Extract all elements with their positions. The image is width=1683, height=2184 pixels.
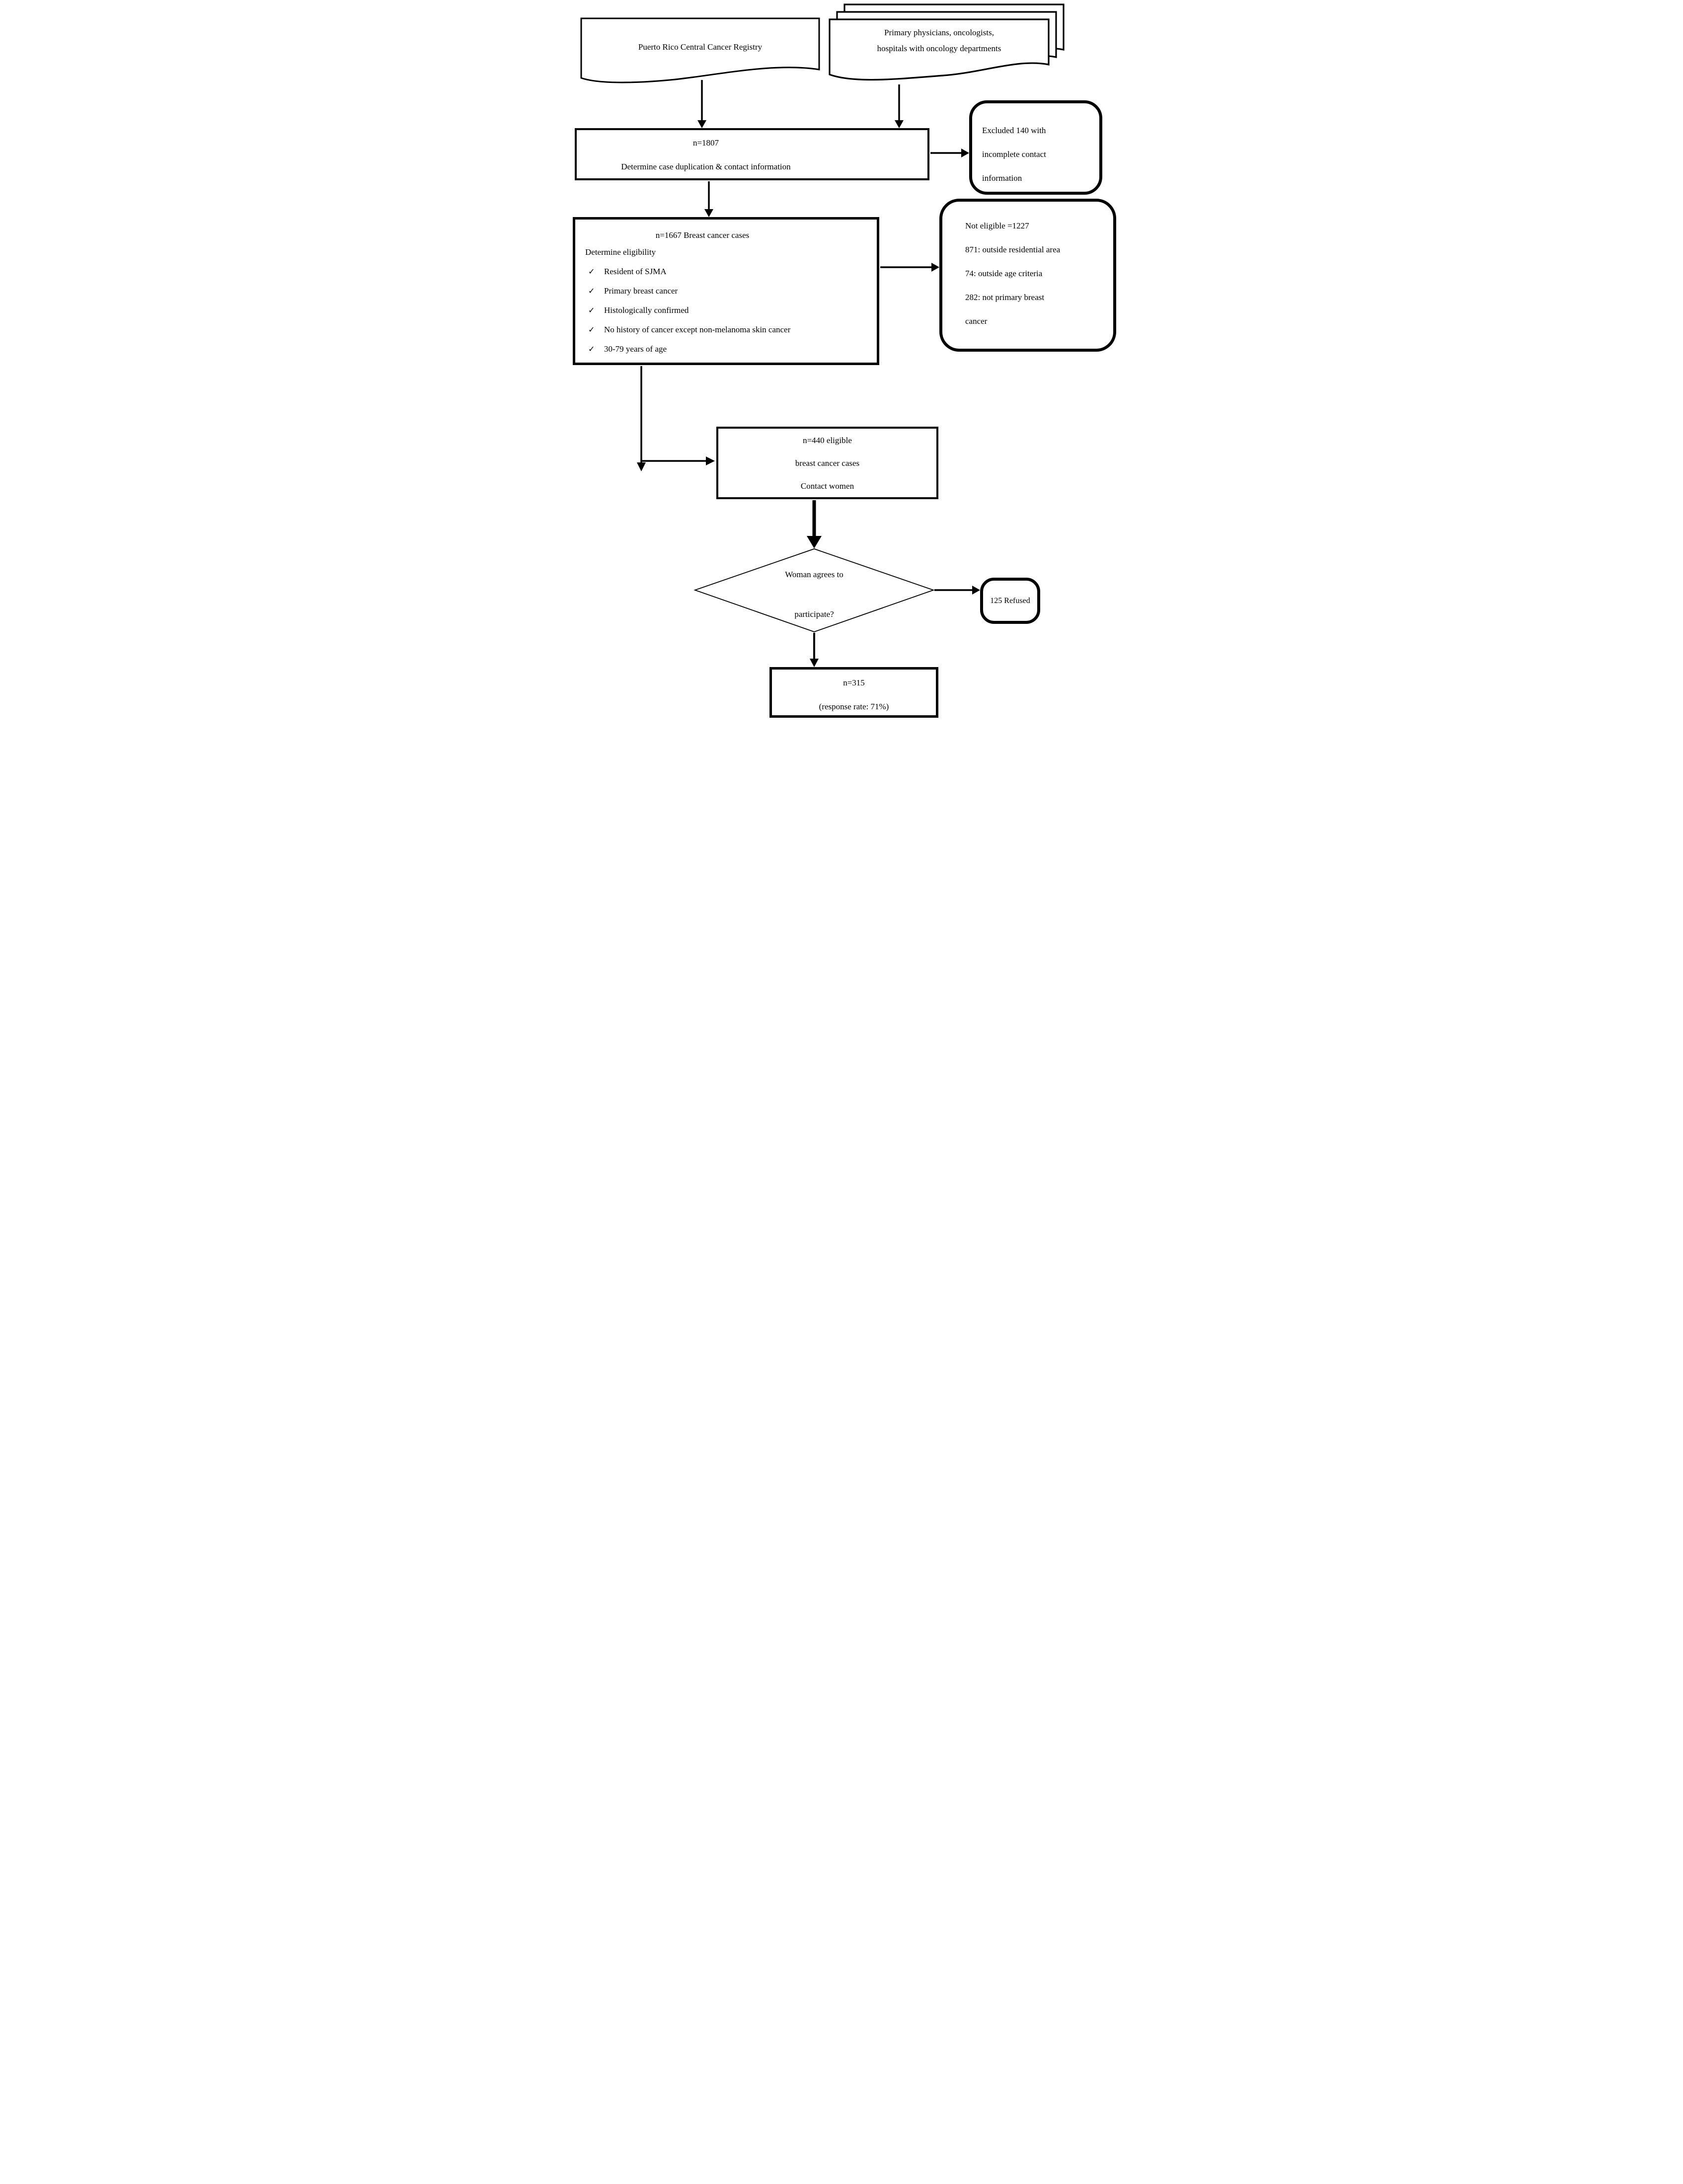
criterion-label: Resident of SJMA	[604, 267, 667, 276]
eligible-line2: breast cancer cases	[795, 458, 860, 468]
eligibility-subtitle: Determine eligibility	[585, 247, 656, 257]
not-eligible-line1: Not eligible =1227	[965, 221, 1029, 230]
final-rate: (response rate: 71%)	[819, 702, 889, 711]
refused-box: 125 Refused	[980, 578, 1040, 624]
not-eligible-text: Not eligible =1227 871: outside resident…	[942, 202, 1113, 333]
excluded-line1: Excluded 140 with	[982, 126, 1046, 135]
checkmark-icon: ✓	[588, 306, 595, 315]
connector-layer	[580, 3, 1065, 667]
dedup-box: n=1807 Determine case duplication & cont…	[575, 128, 929, 180]
excluded-line3: information	[982, 173, 1022, 183]
dedup-action: Determine case duplication & contact inf…	[621, 162, 791, 171]
arrow-registry-to-dedup	[697, 80, 706, 128]
criterion-row-histology: ✓ Histologically confirmed	[588, 305, 688, 320]
arrow-eligible-to-decision	[807, 500, 822, 548]
checkmark-icon: ✓	[588, 287, 595, 296]
excluded-text: Excluded 140 with incomplete contact inf…	[972, 103, 1099, 190]
arrow-decision-to-final	[810, 633, 819, 667]
arrow-eligibility-to-noteligible	[880, 263, 939, 272]
final-count: n=315	[843, 678, 865, 687]
registry-label: Puerto Rico Central Cancer Registry	[638, 42, 763, 52]
final-text: n=315 (response rate: 71%)	[772, 671, 936, 719]
flowchart-canvas: Puerto Rico Central Cancer Registry Prim…	[561, 0, 1122, 728]
eligibility-title: n=1667 Breast cancer cases	[655, 230, 750, 240]
criterion-row-sjma: ✓ Resident of SJMA	[588, 267, 667, 282]
decision-line1: Woman agrees to	[785, 570, 843, 579]
arrow-dedup-to-eligibility	[704, 181, 713, 217]
not-eligible-line2: 871: outside residential area	[965, 245, 1061, 254]
multi-document-shape	[829, 3, 1065, 81]
criterion-row-age: ✓ 30-79 years of age	[588, 344, 667, 359]
checkmark-icon: ✓	[588, 268, 595, 276]
eligible-box: n=440 eligible breast cancer cases Conta…	[716, 427, 938, 499]
criterion-label: Primary breast cancer	[604, 286, 678, 296]
sources-line1: Primary physicians, oncologists,	[884, 28, 994, 37]
criterion-label: No history of cancer except non-melanoma…	[604, 325, 791, 334]
decision-diamond-shape	[693, 548, 935, 632]
not-eligible-line5: cancer	[965, 316, 988, 326]
decision-line2: participate?	[794, 609, 834, 619]
eligible-line3: Contact women	[800, 481, 854, 491]
sources-document: Primary physicians, oncologists, hospita…	[830, 25, 1049, 57]
refused-label: 125 Refused	[990, 597, 1030, 605]
not-eligible-line4: 282: not primary breast	[965, 293, 1045, 302]
dedup-count: n=1807	[692, 138, 719, 148]
arrow-sources-to-dedup	[895, 84, 904, 128]
eligible-text: n=440 eligible breast cancer cases Conta…	[718, 429, 936, 498]
criterion-row-primary: ✓ Primary breast cancer	[588, 286, 678, 301]
decision-diamond: Woman agrees to participate?	[740, 555, 889, 634]
criterion-label: 30-79 years of age	[604, 344, 667, 354]
checkmark-icon: ✓	[588, 326, 595, 334]
arrow-decision-to-refused	[934, 586, 980, 595]
excluded-box: Excluded 140 with incomplete contact inf…	[969, 100, 1102, 195]
eligible-line1: n=440 eligible	[803, 436, 852, 445]
not-eligible-box: Not eligible =1227 871: outside resident…	[939, 199, 1116, 352]
not-eligible-line3: 74: outside age criteria	[965, 269, 1043, 278]
registry-document: Puerto Rico Central Cancer Registry	[581, 42, 819, 52]
criterion-label: Histologically confirmed	[604, 305, 689, 315]
checkmark-icon: ✓	[588, 345, 595, 354]
dedup-text: n=1807 Determine case duplication & cont…	[577, 131, 835, 179]
sources-line2: hospitals with oncology departments	[877, 44, 1001, 53]
criterion-row-history: ✓ No history of cancer except non-melanom…	[588, 325, 790, 340]
registry-document-shape	[580, 17, 820, 83]
eligibility-box: n=1667 Breast cancer cases Determine eli…	[573, 217, 879, 365]
excluded-line2: incomplete contact	[982, 150, 1046, 159]
arrow-eligibility-to-eligible	[637, 366, 715, 471]
final-box: n=315 (response rate: 71%)	[769, 667, 938, 718]
arrow-dedup-to-excluded	[930, 149, 969, 157]
document-front-shape	[829, 18, 1050, 81]
